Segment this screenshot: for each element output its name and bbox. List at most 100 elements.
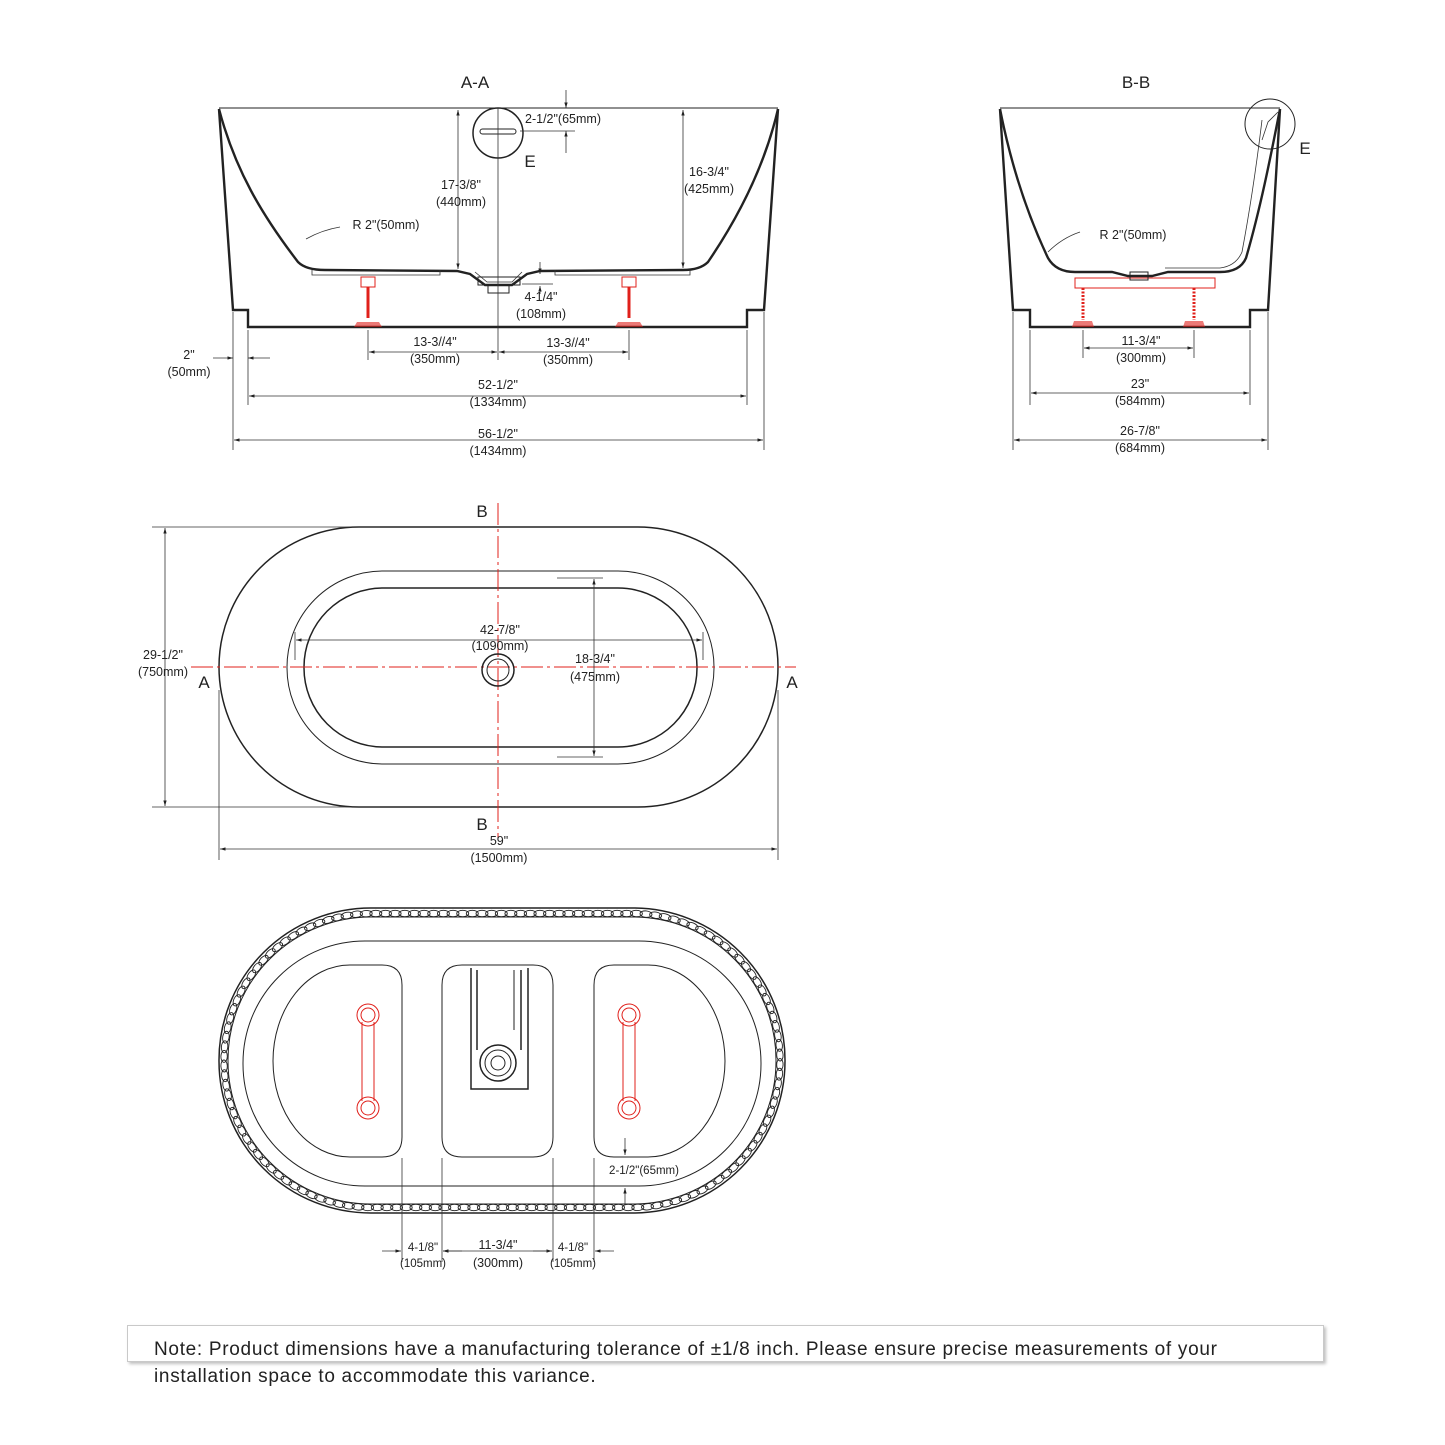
rim-scallop [720,1168,733,1179]
rim-scallop [776,1058,784,1072]
foot-left-spacing-in: 13-3//4" [413,335,456,349]
rim-scallop [600,909,614,918]
rim-scallop [719,941,731,952]
inner-length-mm: (1090mm) [472,639,529,653]
rim-scallop [258,954,269,966]
rim-scallop [252,1149,264,1160]
rim-scallop [660,1199,673,1208]
rim-scallop [229,1003,238,1016]
rim-scallop [525,1203,539,1212]
rim-scallop [713,1174,725,1185]
detail-e-circle-bb: E [1244,98,1311,158]
rim-scallop [295,926,308,936]
rim-scallop [766,1105,775,1118]
rim-scallop [236,985,246,998]
rim-scallop [641,1203,654,1211]
rim-scallop [390,1203,404,1212]
rim-scallop [246,969,257,981]
section-a-a-title: A-A [461,73,490,92]
rim-scallop [741,1147,752,1159]
rim-scallop [465,909,479,918]
rim-scallop [220,1040,229,1054]
rim-scallop [427,909,441,918]
drain-height-in: 4-1/4" [525,290,558,304]
rim-scallop [734,953,745,965]
base-length-mm: (1334mm) [470,395,527,409]
side-depth-in: 16-3/4" [689,165,729,179]
rim-scallop [621,1203,635,1212]
rim-scallop [639,910,653,918]
right-foot [615,276,643,327]
rim-scallop [252,962,263,974]
tolerance-note-text: Note: Product dimensions have a manufact… [154,1339,1218,1387]
rim-scallop [296,1186,309,1196]
top-overall-length-in: 59" [490,834,508,848]
rim-scallop [677,918,690,927]
rim-scallop [703,930,716,940]
rim-scallop [687,1190,700,1199]
rim-scallop [669,1197,683,1206]
rim-scallop [775,1038,783,1052]
section-b-b-title: B-B [1122,73,1150,92]
bb-overall-width-mm: (684mm) [1115,441,1165,455]
rim-scallop [222,1078,230,1092]
rim-scallop [762,992,771,1006]
side-depth-mm: (425mm) [684,182,734,196]
rim-scallop [631,1203,645,1212]
rim-scallop [753,1131,763,1144]
rim-scallop [399,1203,413,1212]
rim-scallop [583,1203,597,1212]
center-gap-in: 11-3/4" [479,1238,518,1252]
bb-left-foot [1072,288,1094,327]
foot-right-spacing-mm: (350mm) [543,353,593,367]
rim-scallop [332,1200,346,1208]
left-foot [354,276,382,327]
section-b-b-view: B-B E R 2"(50mm) 11-3/4" (300mm) [998,73,1311,455]
rim-scallop [379,909,392,918]
top-a-label-left: A [198,673,210,692]
rim-scallop [409,1203,423,1212]
rim-scallop [769,1096,778,1109]
rim-scallop [696,1185,709,1195]
rim-scallop [620,909,634,918]
rim-scallop [573,1203,587,1212]
rim-scallop [505,1203,519,1212]
top-overall-length-mm: (1500mm) [471,851,528,865]
rim-scallop [350,910,363,918]
rim-scallop [543,909,556,918]
rim-scallop [727,947,739,958]
rim-scallop [280,1175,292,1186]
rim-scallop [581,909,595,918]
rim-scallop [237,1124,247,1137]
rim-scallop [504,909,518,918]
rim-scallop [766,1001,775,1015]
rim-scallop [678,1193,692,1203]
overall-length-in: 56-1/2" [478,427,518,441]
rim-scallop [485,909,499,918]
right-pad-in: 4-1/8" [558,1242,588,1254]
detail-e-label-bb: E [1299,139,1310,158]
inner-length-in: 42-7/8" [480,623,520,637]
rim-scallop [359,909,373,918]
rim-scallop [232,994,242,1007]
base-length-in: 52-1/2" [478,378,518,392]
rim-scallop [438,1203,452,1212]
base-offset-in: 2" [183,348,194,362]
rim-scallop [591,909,605,918]
rim-scallop [436,909,450,918]
rim-scallop [265,1163,277,1174]
rim-scallop [370,1203,384,1212]
rim-scallop [220,1059,228,1073]
rim-scallop [494,909,508,918]
rim-scallop [342,1202,355,1210]
rim-scallop [772,1019,780,1033]
rim-scallop [747,968,757,980]
rim-scallop [351,1203,365,1211]
rim-scallop [774,1077,782,1091]
foot-left-spacing-mm: (350mm) [410,352,460,366]
rim-scallop [476,1203,490,1212]
rim-scallop [610,909,624,918]
rim-scallop [242,1133,252,1145]
rim-scallop [288,1181,301,1191]
rim-scallop [321,915,335,924]
